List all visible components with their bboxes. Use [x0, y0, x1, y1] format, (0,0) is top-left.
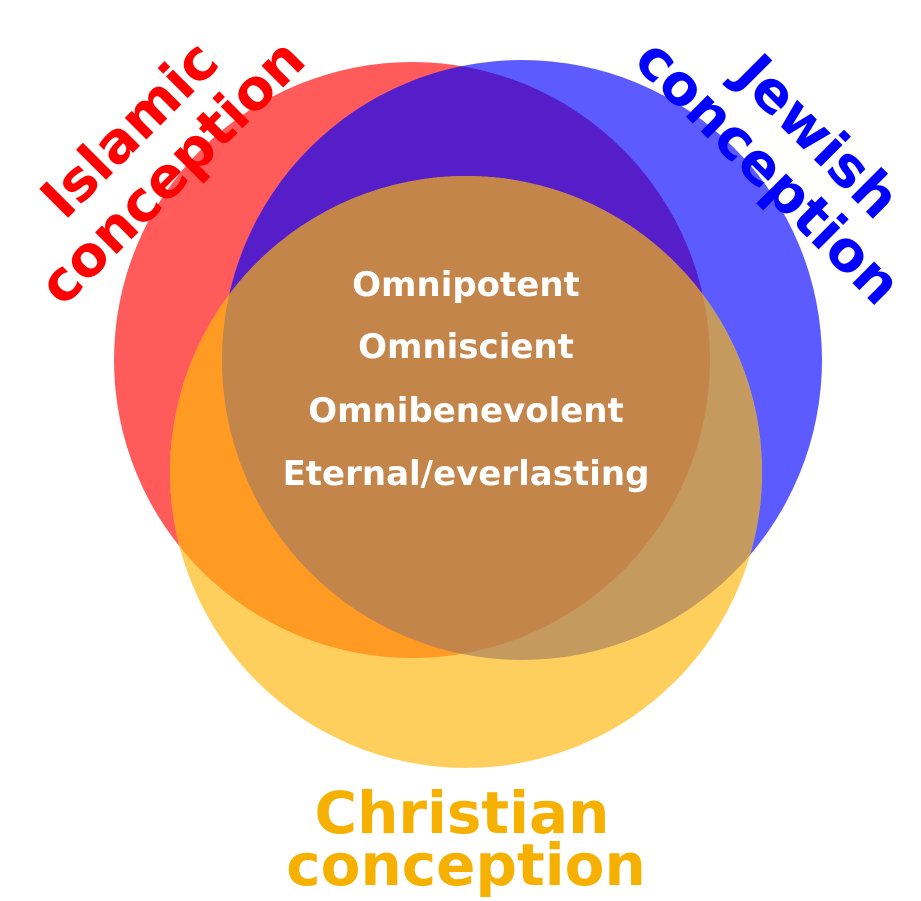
christian-label-line2: conception	[286, 831, 646, 899]
attribute-omnipotent: Omnipotent	[352, 265, 580, 305]
attribute-omnibenevolent: Omnibenevolent	[308, 391, 624, 431]
christian-label: Christian conception	[286, 779, 646, 899]
attribute-eternal: Eternal/everlasting	[283, 454, 650, 494]
christian-label-line1: Christian	[315, 779, 610, 847]
attribute-omniscient: Omniscient	[358, 327, 574, 367]
